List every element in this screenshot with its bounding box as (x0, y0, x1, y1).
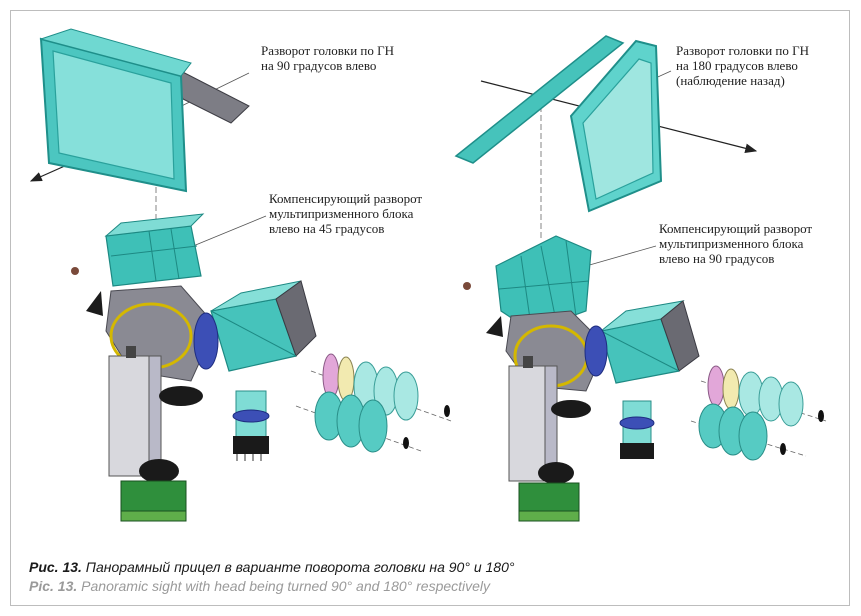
right-electronics-unit (508, 356, 591, 522)
caption-english-text: Panoramic sight with head being turned 9… (77, 578, 491, 594)
left-assembly (29, 28, 452, 522)
right-cube (584, 300, 700, 384)
left-head-window (39, 28, 250, 193)
label-left-head-rotation: Разворот головки по ГН на 90 градусов вл… (261, 43, 395, 73)
left-prism-block (104, 213, 205, 287)
label-right-prism-compensation: Компенсирующий разворот мультипризменног… (659, 221, 813, 266)
right-leader-mid (585, 245, 657, 267)
figure-frame: Разворот головки по ГН на 90 градусов вл… (10, 10, 850, 606)
caption-russian-prefix: Рис. 13. (29, 559, 82, 575)
right-small-bolt (463, 282, 471, 290)
caption-russian: Рис. 13. Панорамный прицел в варианте по… (29, 559, 514, 575)
label-left-prism-compensation: Компенсирующий разворот мультипризменног… (269, 191, 423, 236)
right-head-window (569, 39, 663, 213)
left-electronics-unit (108, 346, 203, 522)
right-eyepiece-column (619, 400, 655, 459)
right-assembly (454, 35, 827, 522)
caption-russian-text: Панорамный прицел в варианте поворота го… (81, 559, 515, 575)
label-right-head-rotation: Разворот головки по ГН на 180 градусов в… (676, 43, 810, 88)
left-small-bolt (71, 267, 79, 275)
left-cube (193, 280, 317, 372)
caption-english-prefix: Pic. 13. (29, 578, 78, 594)
illustration (29, 28, 827, 522)
right-head-plate (454, 35, 625, 164)
caption-english: Pic. 13. Panoramic sight with head being… (29, 578, 490, 594)
right-lens-stack (690, 365, 827, 461)
left-eyepiece-column (232, 390, 270, 461)
left-lens-stack (295, 353, 452, 453)
